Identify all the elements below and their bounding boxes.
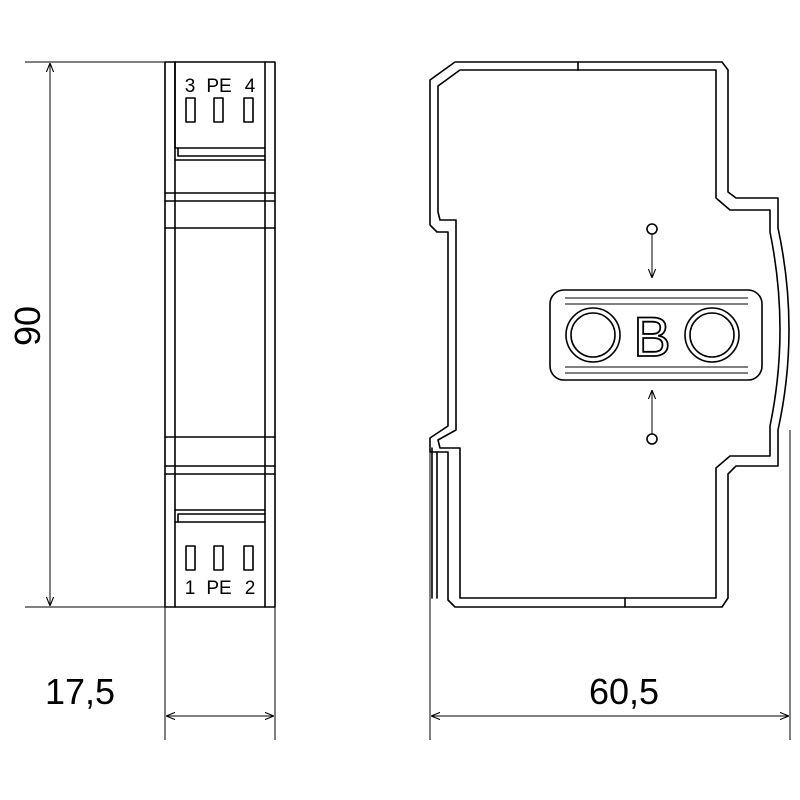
terminal-3-label: 3	[185, 76, 196, 97]
terminal-3-slot	[185, 97, 196, 123]
logo-letter-b: B	[633, 305, 670, 368]
front-view: 3 PE 4 1 PE 2	[164, 61, 276, 608]
terminal-4-label: 4	[245, 76, 256, 97]
height-dimension: 90	[7, 61, 165, 608]
width-dimension-label: 17,5	[45, 671, 115, 712]
push-direction-indicator-bottom	[646, 391, 658, 445]
terminal-pe-top-slot	[213, 97, 224, 123]
terminal-pe-bottom-slot	[213, 545, 224, 571]
front-body-outline	[164, 61, 276, 608]
side-outer-contour	[429, 61, 790, 608]
depth-dimension: 60,5	[429, 430, 791, 740]
depth-dimension-label: 60,5	[589, 671, 659, 712]
top-terminal-block: 3 PE 4	[174, 61, 266, 161]
obo-logo: B	[549, 289, 763, 381]
terminal-pe-bottom-label: PE	[206, 578, 231, 599]
side-view: B	[429, 61, 790, 608]
logo-plate	[549, 289, 763, 381]
bottom-terminal-block: 1 PE 2	[174, 509, 266, 599]
terminal-1-slot	[185, 545, 196, 571]
logo-letter-o-left	[565, 307, 621, 363]
push-direction-indicator-top	[646, 223, 658, 277]
height-dimension-label: 90	[7, 306, 48, 346]
terminal-2-slot	[243, 545, 254, 571]
terminal-pe-top-label: PE	[206, 76, 231, 97]
terminal-1-label: 1	[185, 578, 196, 599]
terminal-4-slot	[243, 97, 254, 123]
terminal-2-label: 2	[245, 578, 256, 599]
width-dimension: 17,5	[45, 607, 276, 740]
side-inner-contour	[437, 69, 781, 599]
logo-letter-o-right	[684, 307, 740, 363]
